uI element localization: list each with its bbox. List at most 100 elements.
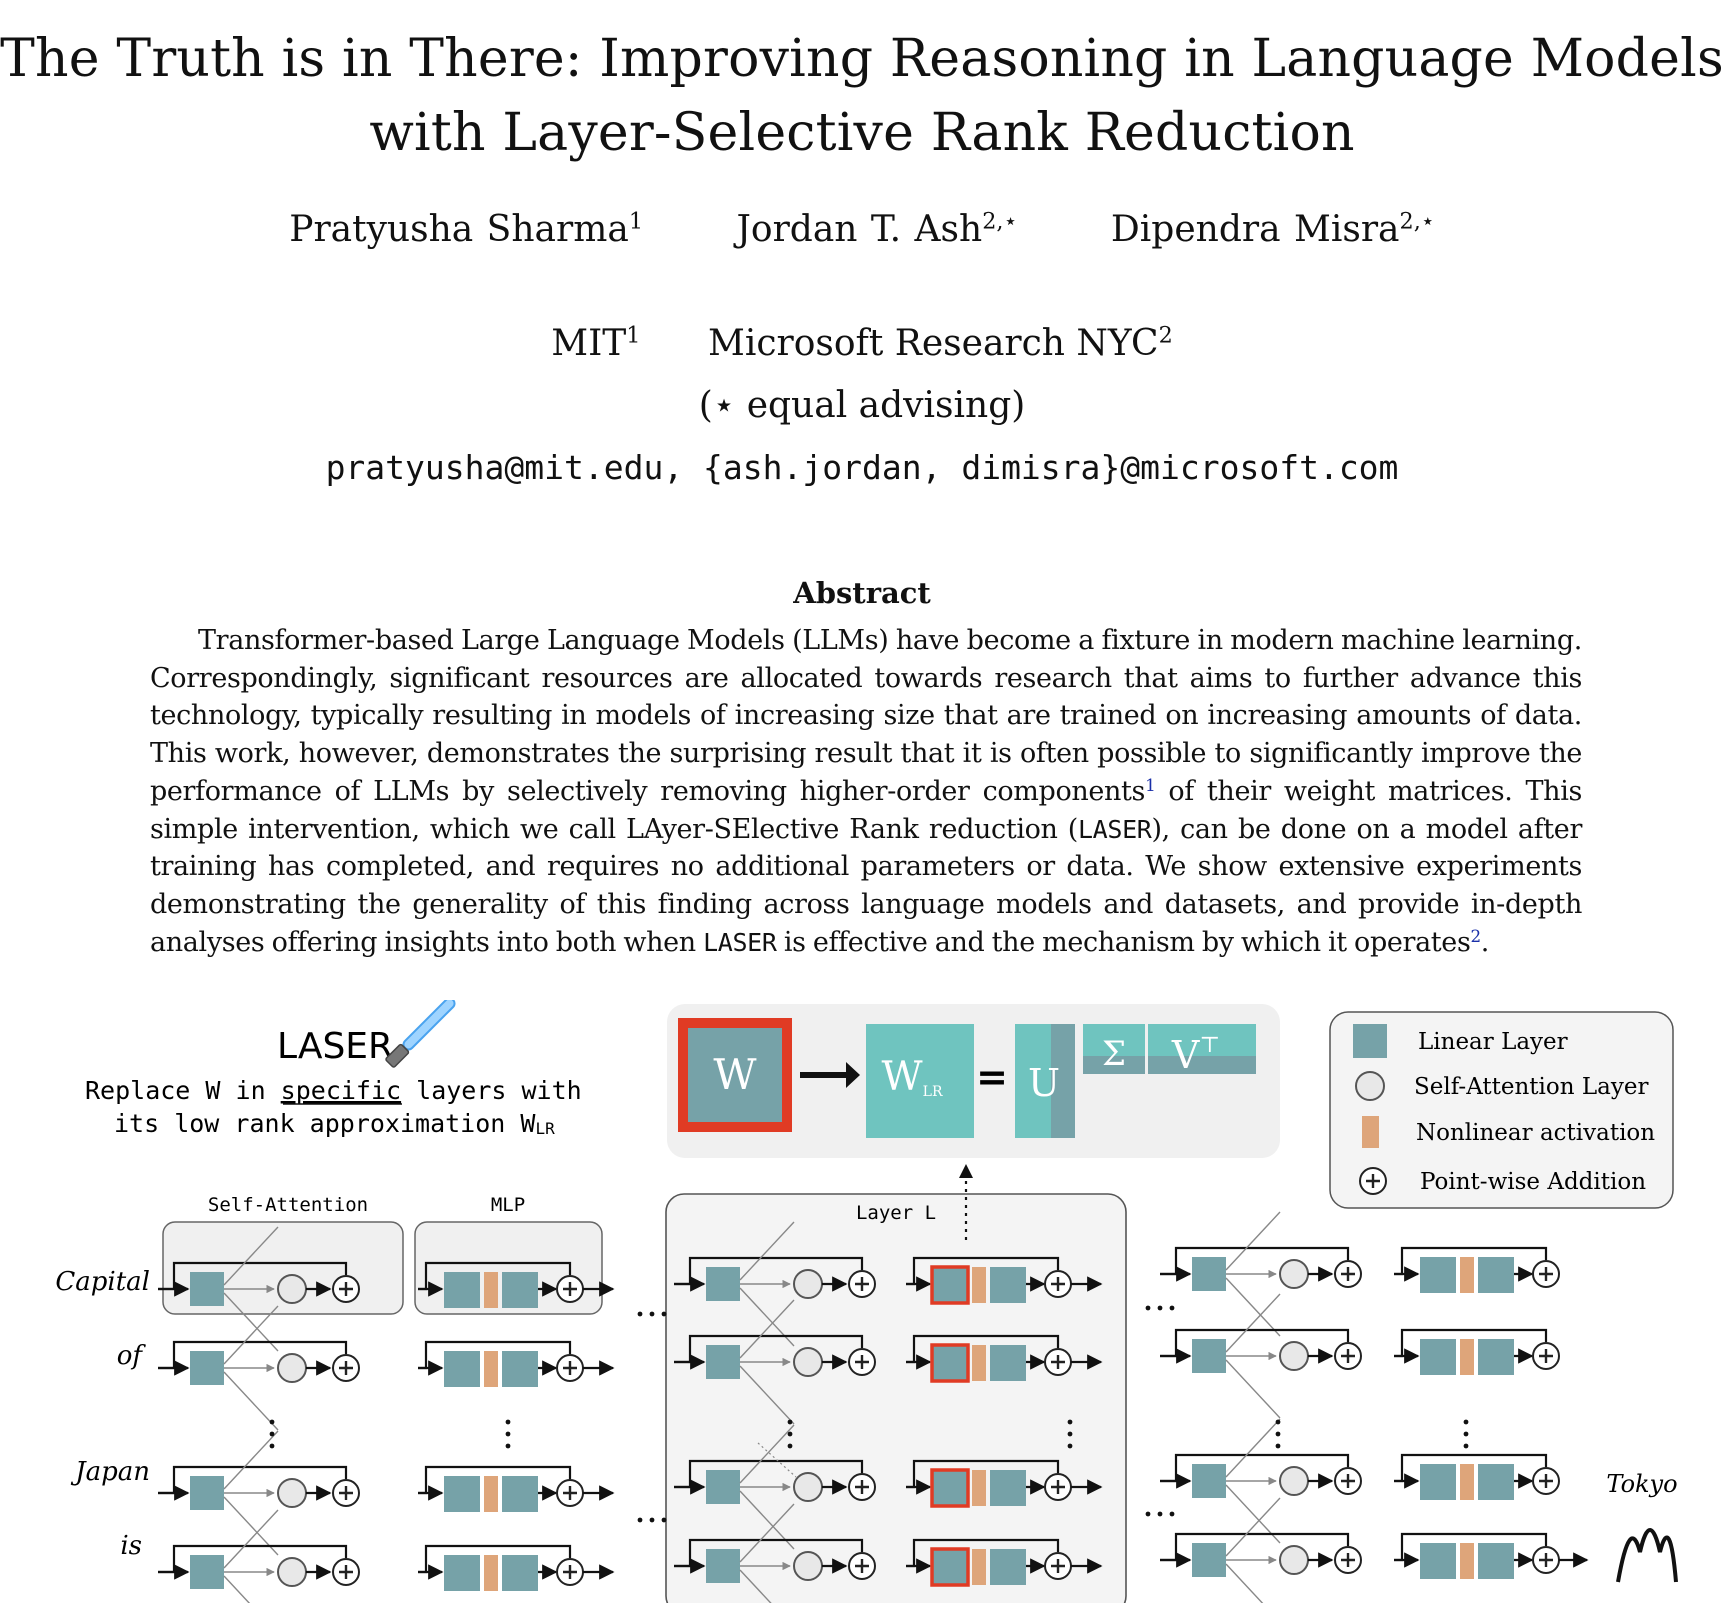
pointwise-addition-icon (1051, 1480, 1065, 1494)
self-attention-node (1279, 1466, 1309, 1496)
pointwise-addition-icon (1539, 1474, 1553, 1488)
linear-layer (444, 1272, 480, 1308)
vertical-ellipsis (269, 1419, 275, 1425)
input-token: Capital (55, 1267, 150, 1297)
pointwise-addition-icon (855, 1277, 869, 1291)
horizontal-ellipsis (1145, 1305, 1151, 1311)
pointwise-addition-icon (563, 1282, 577, 1296)
author: Jordan T. Ash2,⋆ (736, 208, 1017, 252)
vertical-ellipsis (1067, 1419, 1073, 1425)
linear-layer (1478, 1543, 1514, 1579)
linear-layer (1192, 1464, 1226, 1498)
vertical-ellipsis (1275, 1443, 1281, 1449)
pointwise-addition-icon (1051, 1355, 1065, 1369)
connector-line (739, 1503, 795, 1563)
affiliation: Microsoft Research NYC2 (708, 322, 1173, 366)
layer-l-label: Layer L (856, 1202, 936, 1224)
laser-caption: LASER Replace W in specific layers with … (85, 1000, 582, 1138)
horizontal-ellipsis (661, 1517, 667, 1523)
self-attention-node (1279, 1259, 1309, 1289)
linear-layer (1192, 1339, 1226, 1373)
paper-title: The Truth is in There: Improving Reasoni… (0, 22, 1724, 170)
self-attention-node (793, 1551, 823, 1581)
pointwise-addition-icon (339, 1282, 353, 1296)
linear-layer (502, 1476, 538, 1512)
nonlinear-activation (972, 1549, 986, 1585)
wlr-matrix (866, 1024, 974, 1138)
connector-line (739, 1221, 795, 1281)
pointwise-addition-icon (1539, 1267, 1553, 1281)
linear-layer (1420, 1464, 1456, 1500)
connector-line (1225, 1277, 1281, 1337)
linear-layer (706, 1267, 740, 1301)
nonlinear-activation (1460, 1339, 1474, 1375)
linear-layer (190, 1476, 224, 1510)
connector-line (1225, 1359, 1281, 1419)
abstract-text: of their weight matrices. This simple in… (150, 775, 1582, 845)
output-token: Tokyo (1606, 1470, 1677, 1498)
vertical-ellipsis (269, 1443, 275, 1449)
horizontal-ellipsis (661, 1311, 667, 1317)
pointwise-addition-icon (339, 1361, 353, 1375)
footnote-link-1[interactable]: 1 (1145, 774, 1156, 795)
author-sup: 2,⋆ (982, 208, 1018, 235)
linear-layer (706, 1470, 740, 1504)
linear-layer (1420, 1543, 1456, 1579)
residual-connection (1160, 1532, 1350, 1562)
laser-linear-layer (930, 1547, 970, 1587)
connector-line (1225, 1563, 1264, 1603)
pointwise-addition-icon (563, 1361, 577, 1375)
input-token: of (117, 1341, 147, 1371)
laser-name: LASER (703, 927, 777, 957)
advising-note: (⋆ equal advising) (698, 385, 1026, 426)
connector-line (739, 1365, 795, 1425)
nonlinear-activation (1460, 1543, 1474, 1579)
pointwise-addition-icon (1341, 1267, 1355, 1281)
nonlinear-activation (484, 1351, 498, 1387)
linear-layer (444, 1555, 480, 1591)
self-attention-node (1279, 1545, 1309, 1575)
horizontal-ellipsis (1169, 1305, 1175, 1311)
output-distribution-icon (1616, 1528, 1678, 1583)
linear-layer (502, 1351, 538, 1387)
linear-layer (1478, 1257, 1514, 1293)
title-line-1: The Truth is in There: Improving Reasoni… (0, 29, 1724, 89)
self-attention-node (1279, 1341, 1309, 1371)
plus-circle-icon (1359, 1167, 1387, 1195)
linear-layer (990, 1549, 1026, 1585)
horizontal-ellipsis (637, 1517, 643, 1523)
connector-line (1225, 1418, 1281, 1478)
vertical-ellipsis (1463, 1419, 1469, 1425)
vertical-ellipsis (787, 1419, 793, 1425)
pointwise-addition-icon (1539, 1349, 1553, 1363)
connector-line (223, 1575, 251, 1603)
connector-line (739, 1424, 795, 1484)
nonlinear-activation (1460, 1464, 1474, 1500)
affiliation-list: MIT1 Microsoft Research NYC2 (0, 322, 1724, 366)
footnote-link-2[interactable]: 2 (1470, 925, 1481, 946)
affiliation-sup: 2 (1158, 322, 1173, 349)
horizontal-ellipsis (1169, 1511, 1175, 1517)
self-attention-node (277, 1353, 307, 1383)
linear-layer (1192, 1543, 1226, 1577)
residual-connection (158, 1340, 348, 1370)
vertical-ellipsis (1067, 1443, 1073, 1449)
abstract-text: . (1480, 926, 1490, 958)
author-list: Pratyusha Sharma1 Jordan T. Ash2,⋆ Dipen… (0, 208, 1724, 252)
input-token: Japan (70, 1457, 150, 1487)
pointwise-addition-icon (1341, 1474, 1355, 1488)
pointwise-addition-icon (563, 1565, 577, 1579)
connector-line (1225, 1211, 1281, 1271)
pointwise-addition-icon (339, 1565, 353, 1579)
connector-line (739, 1299, 795, 1359)
vertical-ellipsis (505, 1443, 511, 1449)
author-name: Jordan T. Ash (736, 209, 983, 250)
connector-line (757, 1442, 797, 1478)
abstract-text: is effective and the mechanism by which … (776, 926, 1471, 958)
vertical-ellipsis (1463, 1431, 1469, 1437)
caption-line-2: its low rank approximation WLR (114, 1109, 555, 1138)
pointwise-addition-icon (1341, 1553, 1355, 1567)
pointwise-addition-icon (563, 1486, 577, 1500)
decomposition-panel: W WLR = U Σ V⊤ (667, 1004, 1280, 1158)
legend-label: Point-wise Addition (1420, 1169, 1646, 1195)
